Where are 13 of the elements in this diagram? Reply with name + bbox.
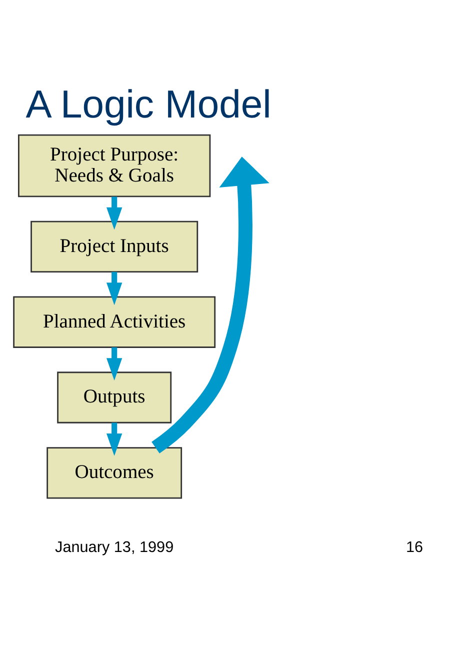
diagram-title: A Logic Model <box>26 83 272 126</box>
arrow <box>106 272 122 306</box>
label: January 13, 1999 <box>55 539 174 556</box>
arrow <box>152 156 270 454</box>
node-box: Outcomes <box>46 447 182 499</box>
node-box: Project Purpose: Needs & Goals <box>18 134 211 198</box>
arrow <box>106 422 122 456</box>
node-box: Project Inputs <box>30 220 198 273</box>
label: 16 <box>406 539 424 556</box>
node-box: Outputs <box>57 372 172 424</box>
arrow <box>106 196 122 230</box>
node-box: Planned Activities <box>13 296 216 348</box>
arrow <box>106 347 122 380</box>
